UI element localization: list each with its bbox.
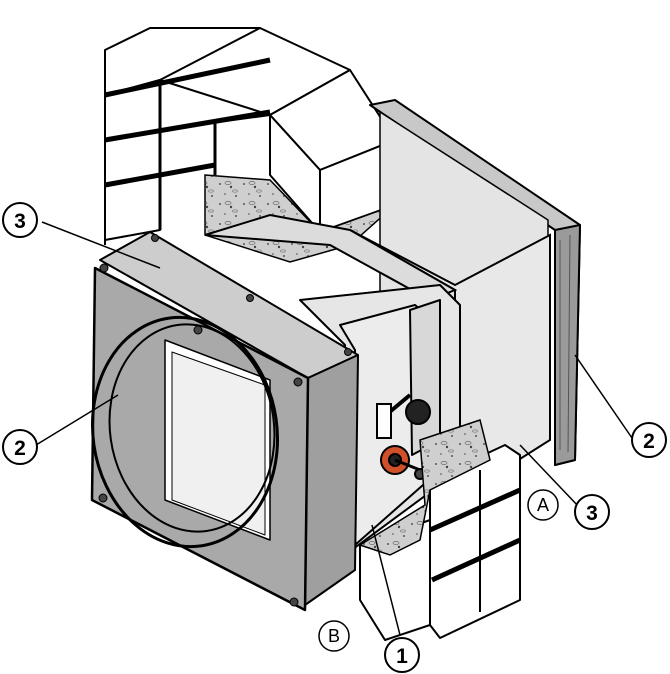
svg-text:2: 2: [14, 437, 26, 460]
release-mechanism: [376, 393, 431, 480]
leader-lines: [35, 221, 633, 636]
callout-2-side-a: 2: [631, 422, 667, 458]
installation-frame-side-b: [90, 231, 359, 612]
callout-1-damper: 1: [384, 637, 420, 673]
svg-text:1: 1: [396, 645, 408, 668]
svg-text:B: B: [328, 626, 340, 646]
svg-text:3: 3: [586, 502, 598, 525]
masonry-wall-upper: [104, 27, 396, 245]
svg-text:A: A: [537, 495, 549, 515]
callout-2-side-b: 2: [2, 429, 38, 465]
mortar-infill-lower: [358, 419, 491, 556]
callout-3-side-a: 3: [574, 494, 610, 530]
damper-casing-top: [204, 213, 458, 302]
callout-3-side-b: 3: [2, 202, 38, 238]
svg-text:3: 3: [14, 210, 26, 233]
side-a-marker: A: [527, 489, 559, 521]
svg-text:2: 2: [643, 430, 655, 453]
side-b-marker: B: [318, 620, 350, 652]
